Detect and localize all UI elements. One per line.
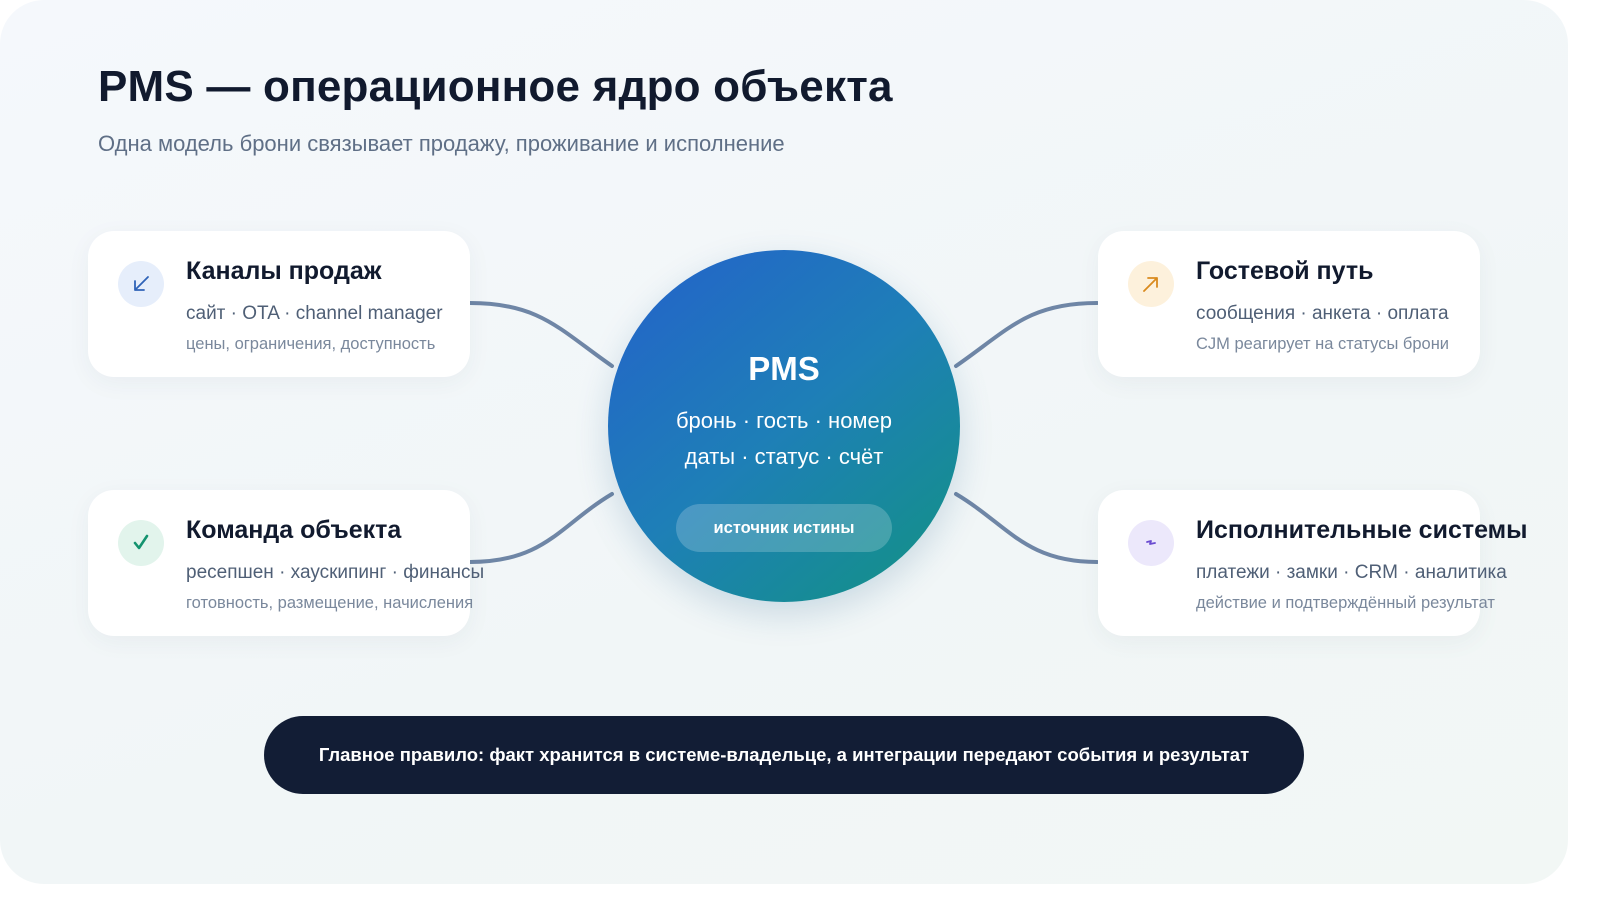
card-items: ресепшен · хаускипинг · финансы (186, 562, 485, 583)
card-execution-systems: Исполнительные системы платежи · замки ·… (1098, 490, 1528, 636)
connector-systems (954, 492, 1099, 564)
arrow-up-right-icon (1128, 261, 1174, 307)
main-rule-banner: Главное правило: факт хранится в системе… (264, 716, 1304, 794)
connector-sales (468, 301, 614, 368)
hub-entities-line-2: даты · статус · счёт (684, 444, 884, 469)
connector-team (468, 492, 614, 564)
connector-guest (954, 301, 1099, 368)
card-guest-journey: Гостевой путь сообщения · анкета · оплат… (1098, 231, 1480, 377)
card-items: сайт · OTA · channel manager (186, 303, 443, 324)
card-title: Гостевой путь (1196, 257, 1374, 285)
card-sales-channels: Каналы продаж сайт · OTA · channel manag… (88, 231, 470, 377)
card-items: платежи · замки · CRM · аналитика (1196, 562, 1507, 583)
card-title: Каналы продаж (186, 257, 382, 285)
lightning-icon (1128, 520, 1174, 566)
diagram-slide: PMS — операционное ядро объекта Одна мод… (0, 0, 1568, 884)
page-subtitle: Одна модель брони связывает продажу, про… (98, 131, 785, 156)
hub-title: PMS (748, 350, 820, 387)
card-items: сообщения · анкета · оплата (1196, 303, 1449, 324)
card-property-team: Команда объекта ресепшен · хаускипинг · … (88, 490, 484, 636)
card-note: цены, ограничения, доступность (186, 335, 436, 353)
hub-entities-line-1: бронь · гость · номер (675, 408, 893, 433)
card-note: CJM реагирует на статусы брони (1196, 335, 1450, 353)
connector-lines (468, 301, 1099, 564)
source-of-truth-badge: источник истины (676, 504, 892, 552)
check-icon (118, 520, 164, 566)
card-note: действие и подтверждённый результат (1196, 594, 1495, 612)
card-note: готовность, размещение, начисления (186, 594, 474, 612)
card-title: Исполнительные системы (1196, 516, 1528, 544)
page-title: PMS — операционное ядро объекта (98, 62, 893, 111)
card-title: Команда объекта (186, 516, 402, 544)
pms-hub: PMS бронь · гость · номер даты · статус … (608, 250, 960, 602)
arrow-down-left-icon (118, 261, 164, 307)
